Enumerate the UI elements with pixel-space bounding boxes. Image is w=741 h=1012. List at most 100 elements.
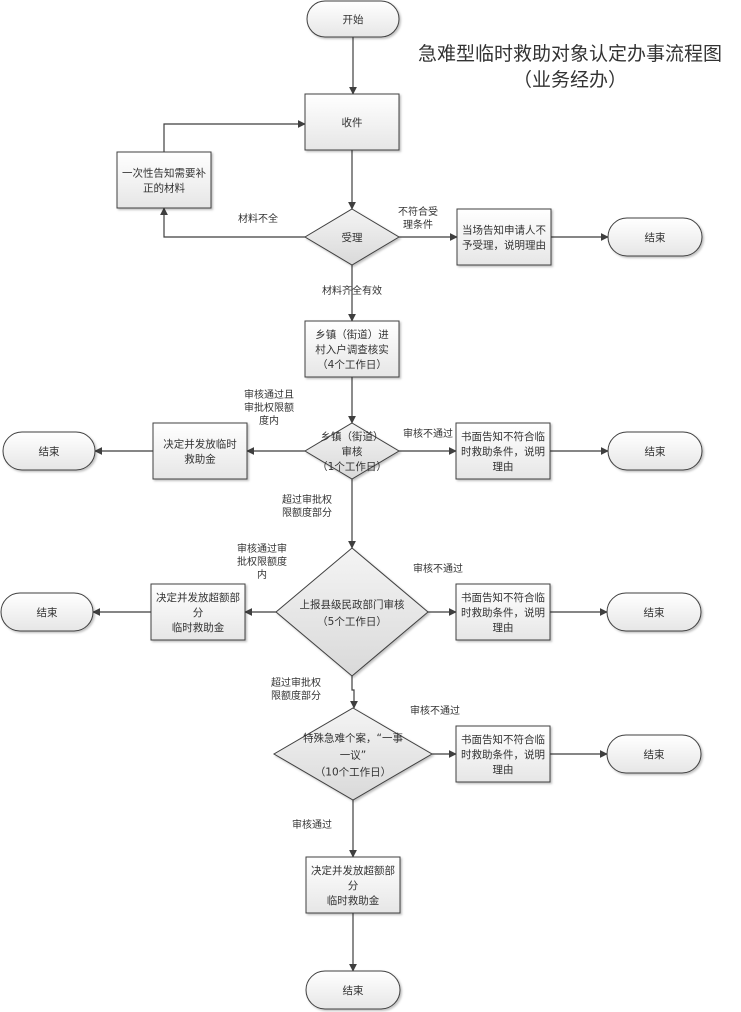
node-text-line: 临时救助金 bbox=[172, 621, 225, 634]
process-box bbox=[116, 151, 212, 209]
node-text-line: 时救助条件，说明 bbox=[461, 606, 545, 619]
process-box bbox=[304, 93, 400, 151]
node-text-line: 结束 bbox=[645, 231, 666, 244]
terminal-shape bbox=[305, 970, 401, 1010]
node-text-line: 收件 bbox=[342, 116, 363, 129]
edge-label: 超过审批权 bbox=[271, 676, 321, 689]
node-text-line: 受理 bbox=[342, 232, 363, 244]
node-end-5: 结束 bbox=[606, 592, 702, 632]
edge-label: 审核通过 bbox=[292, 818, 332, 831]
node-end-1: 结束 bbox=[607, 217, 703, 257]
nodes-layer: 开始收件一次性告知需要补正的材料受理当场告知申请人不予受理，说明理由结束乡镇（街… bbox=[0, 0, 703, 1010]
node-text-line: （10个工作日） bbox=[315, 767, 391, 779]
edge-label: 审批权限额 bbox=[244, 401, 294, 414]
node-text-line: 一议” bbox=[340, 750, 366, 762]
edge-label: 审核通过且 bbox=[244, 388, 294, 401]
node-text-line: 时救助条件，说明 bbox=[461, 445, 545, 458]
edge-label: 审核不通过 bbox=[413, 562, 463, 575]
node-text-line: 当场告知申请人不 bbox=[462, 223, 546, 236]
terminal-shape bbox=[606, 734, 702, 774]
connector-arrow bbox=[160, 207, 305, 238]
node-end-3: 结束 bbox=[607, 431, 703, 471]
node-text-line: 理由 bbox=[493, 763, 514, 776]
node-start: 开始 bbox=[306, 0, 400, 38]
node-text-line: 救助金 bbox=[184, 452, 216, 465]
connector-arrow bbox=[163, 120, 306, 152]
node-text-line: 村入户调查核实 bbox=[315, 343, 389, 356]
decision-diamond bbox=[275, 547, 429, 677]
edge-label: 内 bbox=[257, 568, 267, 581]
node-text-line: 乡镇（街道） bbox=[321, 430, 384, 443]
edge-label: 限额度部分 bbox=[271, 689, 321, 702]
process-box bbox=[150, 583, 246, 641]
terminal-shape bbox=[607, 431, 703, 471]
node-text-line: 开始 bbox=[343, 13, 364, 26]
node-text-line: 结束 bbox=[644, 748, 665, 761]
process-box bbox=[305, 856, 401, 914]
terminal-shape bbox=[606, 592, 702, 632]
process-box bbox=[455, 725, 551, 783]
node-text-line: 审核 bbox=[342, 445, 363, 458]
edge-label: 材料不全 bbox=[238, 212, 278, 225]
node-end-7: 结束 bbox=[305, 970, 401, 1010]
terminal-shape bbox=[2, 431, 96, 471]
node-text-line: （1个工作日） bbox=[317, 461, 387, 473]
connector-arrow bbox=[350, 676, 358, 709]
node-town-review: 乡镇（街道） 审核 （1个工作日） bbox=[304, 422, 400, 480]
node-text-line: 乡镇（街道）进 bbox=[315, 328, 389, 341]
node-text-line: 分 bbox=[193, 607, 204, 619]
node-county-review: 上报县级民政部门审核 （5个工作日） bbox=[275, 547, 429, 677]
edge-label: 审核不通过 bbox=[403, 427, 453, 440]
node-text-line: 上报县级民政部门审核 bbox=[300, 598, 405, 611]
node-text-line: 结束 bbox=[37, 606, 58, 619]
edge-label: 理条件 bbox=[403, 218, 433, 231]
node-text-line: 书面告知不符合临 bbox=[461, 591, 545, 604]
node-end-2: 结束 bbox=[2, 431, 96, 471]
node-end-4: 结束 bbox=[0, 592, 94, 632]
decision-diamond bbox=[304, 422, 400, 480]
process-box bbox=[152, 422, 248, 480]
diagram-title-line-2: （业务经办） bbox=[513, 69, 627, 91]
node-text-line: 结束 bbox=[645, 445, 666, 458]
edge-label: 不符合受 bbox=[398, 205, 438, 218]
terminal-shape bbox=[306, 0, 400, 38]
node-text-line: 一次性告知需要补 bbox=[122, 166, 206, 179]
node-text-line: 正的材料 bbox=[143, 181, 185, 194]
node-text-line: 理由 bbox=[493, 460, 514, 473]
edge-label: 度内 bbox=[259, 414, 279, 427]
decision-diamond bbox=[304, 208, 400, 266]
node-text-line: 时救助条件，说明 bbox=[461, 748, 545, 761]
node-text-line: 特殊急难个案，“一事 bbox=[303, 732, 403, 745]
node-text-line: 决定并发放超额部 bbox=[156, 591, 240, 604]
node-text-line: 临时救助金 bbox=[327, 894, 380, 907]
node-text-line: 理由 bbox=[493, 621, 514, 634]
edge-label: 限额度部分 bbox=[282, 506, 332, 519]
node-text-line: 结束 bbox=[343, 984, 364, 997]
edge-labels-layer: 材料不全不符合受理条件材料齐全有效审核通过且审批权限额度内审核不通过超过审批权限… bbox=[237, 205, 463, 831]
node-text-line: 结束 bbox=[39, 445, 60, 458]
node-text-line: （5个工作日） bbox=[317, 616, 387, 628]
node-receive: 收件 bbox=[304, 93, 400, 151]
process-box bbox=[455, 422, 551, 480]
edge-label: 超过审批权 bbox=[282, 493, 332, 506]
node-text-line: （4个工作日） bbox=[317, 359, 387, 371]
node-text-line: 分 bbox=[348, 880, 359, 892]
node-text-line: 决定并发放临时 bbox=[163, 437, 237, 450]
node-text-line: 结束 bbox=[644, 606, 665, 619]
edges-layer bbox=[92, 37, 609, 972]
decision-diamond bbox=[273, 707, 433, 801]
process-box bbox=[304, 320, 400, 378]
node-text-line: 决定并发放超额部 bbox=[311, 864, 395, 877]
terminal-shape bbox=[607, 217, 703, 257]
terminal-shape bbox=[0, 592, 94, 632]
node-text-line: 予受理，说明理由 bbox=[462, 238, 546, 251]
edge-label: 材料齐全有效 bbox=[322, 284, 382, 297]
